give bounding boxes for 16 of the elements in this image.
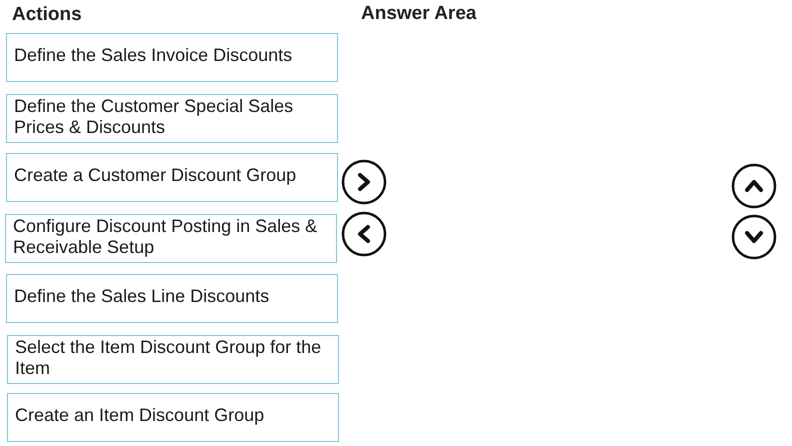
action-text: Select the Item Discount Group for the Item (15, 336, 322, 378)
section-heading: Answer Area (361, 4, 476, 24)
action-card (6, 274, 338, 323)
action-text: Create a Customer Discount Group (14, 165, 298, 186)
action-card (6, 94, 338, 143)
action-text: Configure Discount Posting in Sales & Receivable Setup (13, 216, 318, 258)
action-text: Define the Sales Invoice Discounts (14, 45, 294, 66)
action-card (6, 153, 338, 202)
action-card (7, 335, 339, 384)
action-text: Create an Item Discount Group (15, 405, 266, 426)
action-card (6, 33, 338, 82)
section-heading: Actions (12, 5, 82, 25)
action-text: Define the Sales Line Discounts (14, 286, 270, 307)
action-text: Define the Customer Special Sales Prices & Discounts (14, 96, 294, 138)
action-card (7, 393, 339, 442)
action-card (5, 214, 337, 263)
